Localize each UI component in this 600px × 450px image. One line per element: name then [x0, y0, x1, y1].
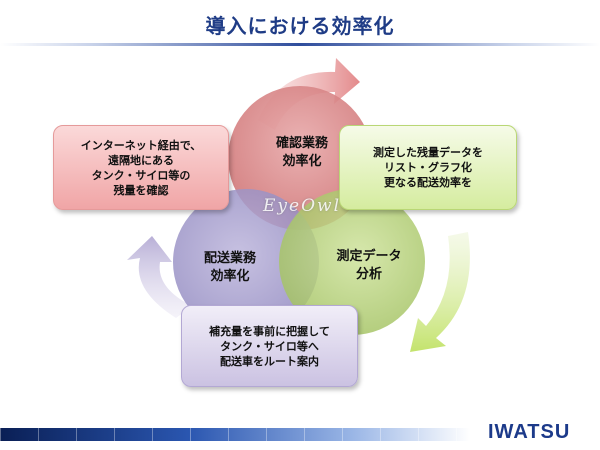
title-divider: [0, 43, 600, 46]
callout-remote-check-text: インターネット経由で、 遠隔地にある タンク・サイロ等の 残量を確認: [80, 138, 202, 197]
callout-route-guidance: 補充量を事前に把握して タンク・サイロ等へ 配送車をルート案内: [181, 305, 358, 387]
circle-label-analysis: 測定データ 分析: [336, 249, 402, 282]
callout-data-graph-text: 測定した残量データを リスト・グラフ化 更なる配送効率を: [373, 146, 483, 189]
circle-label-confirmation: 確認業務 効率化: [275, 136, 328, 169]
page-title: 導入における効率化: [205, 14, 395, 38]
arrow-left-up: [127, 236, 192, 318]
footer-grid: [0, 428, 470, 441]
callout-data-graph: 測定した残量データを リスト・グラフ化 更なる配送効率を: [339, 125, 517, 210]
arrow-right-down: [410, 232, 470, 352]
circle-label-delivery: 配送業務 効率化: [203, 251, 256, 284]
eyeowl-watermark-logo: EyeOwl: [263, 196, 341, 216]
iwatsu-logo: IWATSU: [488, 421, 571, 443]
circle-analysis: [279, 189, 425, 335]
footer-band: [0, 428, 470, 441]
callout-remote-check: インターネット経由で、 遠隔地にある タンク・サイロ等の 残量を確認: [53, 125, 229, 210]
circle-delivery: [173, 189, 319, 335]
callout-route-guidance-text: 補充量を事前に把握して タンク・サイロ等へ 配送車をルート案内: [209, 324, 330, 368]
